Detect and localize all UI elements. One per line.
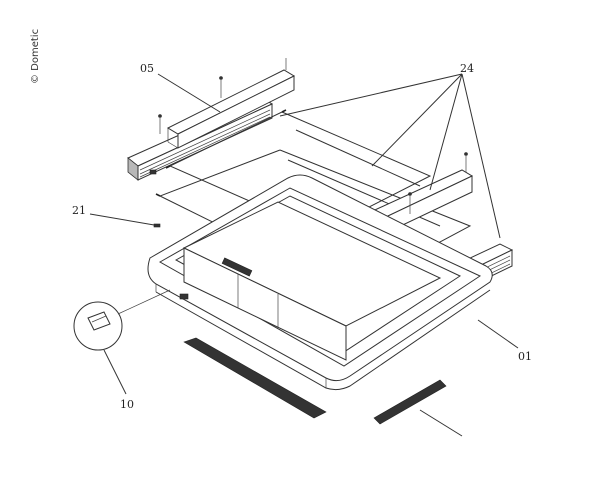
part-05-rail-left [127, 58, 296, 181]
strip-right [373, 379, 447, 425]
copyright-label: © Dometic [30, 29, 41, 84]
part-inner-liner [182, 201, 442, 361]
strip-left [183, 337, 327, 419]
callout-01: 01 [518, 350, 532, 363]
callout-24: 24 [460, 62, 474, 75]
part-10-detail [73, 289, 189, 351]
callout-21: 21 [72, 204, 86, 217]
callout-05: 05 [140, 62, 154, 75]
leader-lines [89, 73, 519, 437]
callout-10: 10 [120, 398, 134, 411]
